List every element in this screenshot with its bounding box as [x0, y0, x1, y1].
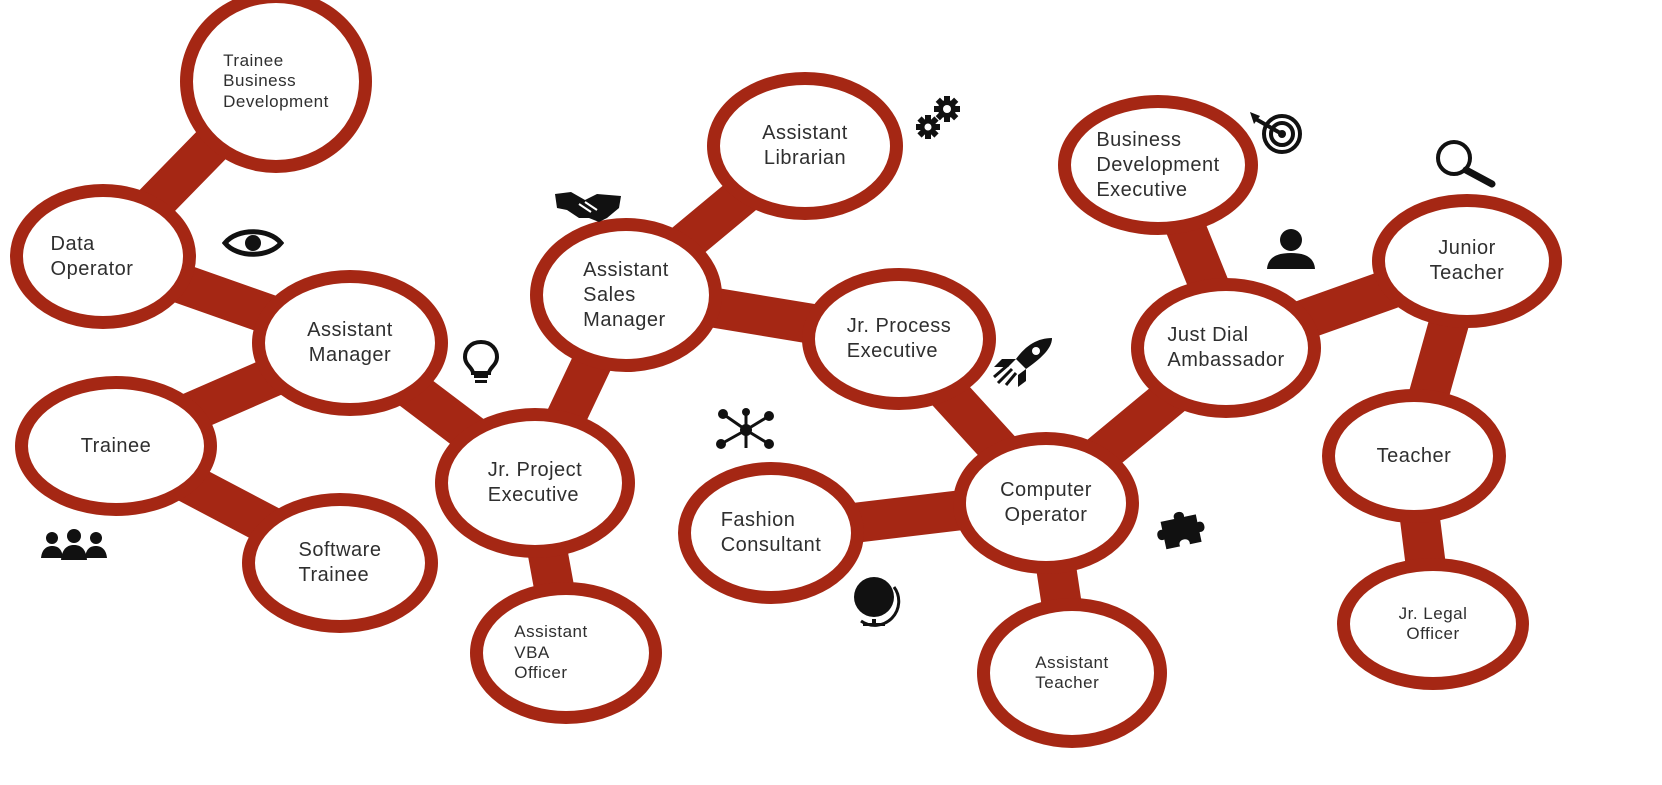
node-assistant-manager: Assistant Manager — [252, 270, 448, 416]
node-label: Fashion Consultant — [720, 509, 822, 556]
node-assistant-teacher: Assistant Teacher — [977, 598, 1167, 748]
person-icon — [1267, 229, 1315, 269]
target-icon — [1250, 112, 1302, 154]
node-label: Assistant VBA Officer — [514, 622, 588, 683]
node-label: Jr. Process Executive — [846, 315, 952, 362]
node-assistant-sales-manager: Assistant Sales Manager — [530, 218, 722, 372]
globe-icon — [854, 577, 901, 627]
gears-icon — [916, 96, 960, 139]
node-teacher: Teacher — [1322, 389, 1506, 523]
node-jr-project-executive: Jr. Project Executive — [435, 408, 635, 558]
node-jr-legal-officer: Jr. Legal Officer — [1337, 558, 1529, 690]
node-label: Trainee Business Development — [223, 50, 329, 111]
lightbulb-icon — [462, 339, 500, 383]
node-software-trainee: Software Trainee — [242, 493, 438, 633]
node-junior-teacher: Junior Teacher — [1372, 194, 1562, 328]
node-label: Junior Teacher — [1429, 237, 1505, 284]
node-business-development-executive: Business Development Executive — [1058, 95, 1258, 235]
node-data-operator: Data Operator — [10, 184, 196, 329]
node-label: Jr. Project Executive — [487, 459, 583, 506]
node-trainee: Trainee — [15, 376, 217, 516]
node-label: Assistant Librarian — [762, 122, 848, 169]
node-label: Just Dial Ambassador — [1167, 324, 1285, 371]
handshake-icon — [555, 192, 621, 222]
node-label: Computer Operator — [1000, 479, 1092, 526]
node-assistant-librarian: Assistant Librarian — [707, 72, 903, 220]
node-label: Trainee — [80, 434, 152, 457]
rocket-icon — [993, 338, 1052, 387]
node-fashion-consultant: Fashion Consultant — [678, 462, 864, 604]
node-label: Assistant Teacher — [1035, 652, 1109, 692]
node-label: Assistant Sales Manager — [583, 258, 669, 331]
node-label: Business Development Executive — [1096, 128, 1220, 201]
node-label: Software Trainee — [298, 539, 382, 586]
node-label: Teacher — [1376, 444, 1452, 467]
puzzle-icon — [1157, 511, 1205, 550]
node-label: Assistant Manager — [307, 319, 393, 366]
node-computer-operator: Computer Operator — [953, 432, 1139, 574]
node-label: Data Operator — [50, 232, 134, 280]
network-icon — [716, 408, 774, 449]
node-jr-process-executive: Jr. Process Executive — [802, 268, 996, 410]
node-label: Jr. Legal Officer — [1398, 603, 1468, 643]
magnifier-icon — [1436, 140, 1496, 188]
node-assistant-vba-officer: Assistant VBA Officer — [470, 582, 662, 724]
group-icon — [41, 529, 107, 560]
node-just-dial-ambassador: Just Dial Ambassador — [1131, 278, 1321, 418]
eye-icon — [222, 229, 284, 257]
